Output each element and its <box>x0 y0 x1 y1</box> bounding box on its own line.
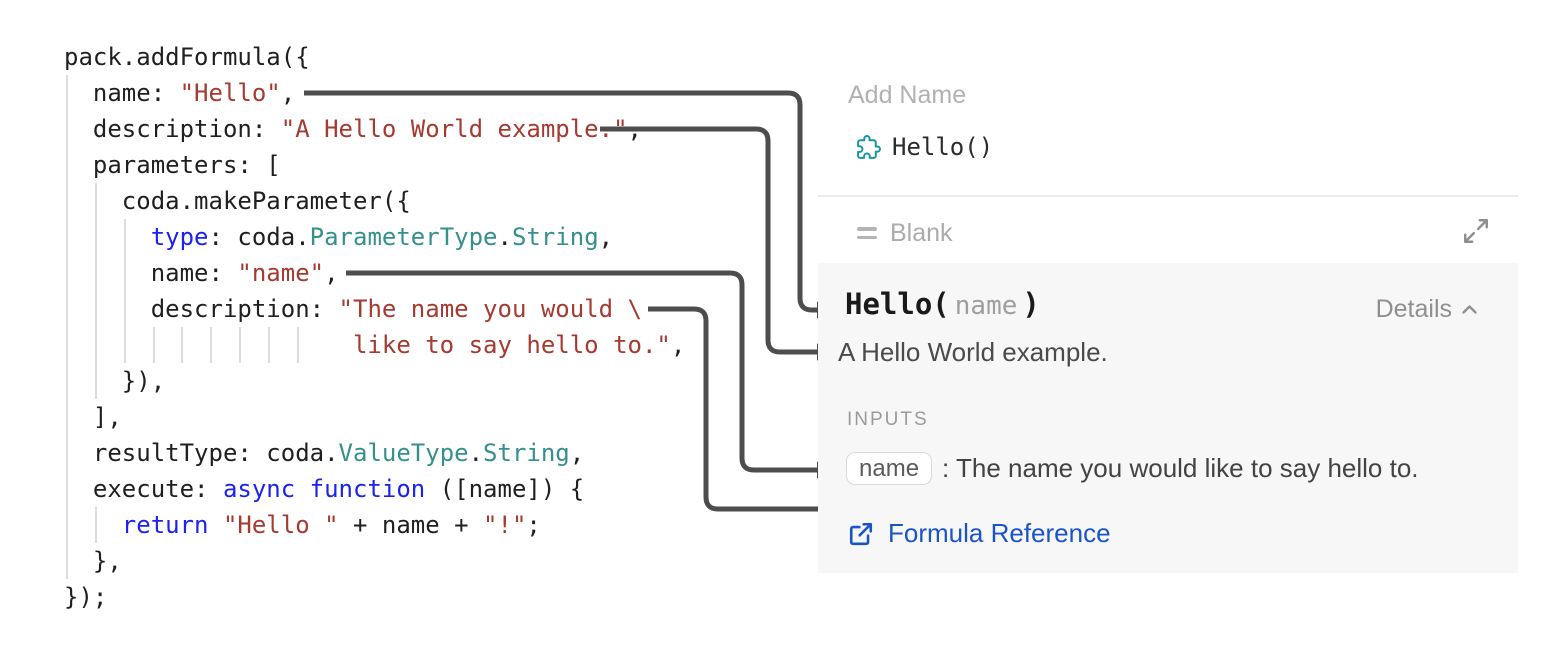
formula-input[interactable]: Hello() <box>855 133 993 161</box>
code-line: like to say hello to.", <box>352 331 686 359</box>
param-chip: name <box>846 452 933 485</box>
details-toggle-label: Details <box>1375 295 1452 323</box>
param-description: : The name you would like to say hello t… <box>942 453 1419 483</box>
inputs-section-label: INPUTS <box>847 409 929 430</box>
code-line: parameters: [ <box>64 151 281 179</box>
indent-guide <box>66 75 68 579</box>
code-line: description: "The name you would \ <box>64 295 642 323</box>
input-param-row: name : The name you would like to say he… <box>846 452 1419 485</box>
result-blank-row: Blank <box>857 218 953 248</box>
indent-guide <box>181 327 183 363</box>
code-line: name: "name", <box>64 259 339 287</box>
code-pane: pack.addFormula({ name: "Hello", descrip… <box>64 39 685 615</box>
code-line: }), <box>64 367 166 395</box>
code-line: }); <box>64 583 108 611</box>
code-line: pack.addFormula({ <box>64 43 310 71</box>
indent-guide <box>239 327 241 363</box>
code-line: ], <box>64 403 122 431</box>
indent-guide <box>268 327 270 363</box>
code-block: pack.addFormula({ name: "Hello", descrip… <box>64 39 685 615</box>
add-name-input[interactable]: Add Name <box>848 81 967 109</box>
code-line: description: "A Hello World example.", <box>64 115 642 143</box>
external-link-icon <box>849 522 873 545</box>
code-line: resultType: coda.ValueType.String, <box>64 439 585 467</box>
code-line: }, <box>64 547 122 575</box>
details-toggle[interactable]: Details <box>1376 295 1478 324</box>
indent-guide <box>210 327 212 363</box>
code-line: name: "Hello", <box>64 79 296 107</box>
signature-close-paren: ) <box>1022 287 1040 321</box>
indent-guide <box>153 327 155 363</box>
code-line: return "Hello " + name + "!"; <box>121 511 541 539</box>
result-blank-label: Blank <box>890 218 953 247</box>
formula-input-text: Hello() <box>892 133 994 161</box>
chevron-up-icon <box>1462 305 1477 314</box>
indent-guide <box>95 183 97 399</box>
indent-guide <box>124 219 126 363</box>
formula-reference-label: Formula Reference <box>888 518 1111 548</box>
indent-guide <box>95 507 97 543</box>
expand-icon[interactable] <box>1462 217 1490 245</box>
formula-reference-link[interactable]: Formula Reference <box>848 518 1111 549</box>
code-line: coda.makeParameter({ <box>64 187 411 215</box>
coda-editor-preview: Add Name Hello() Blank Hello( name ) Det… <box>818 0 1518 664</box>
equals-icon <box>857 227 877 239</box>
divider <box>818 195 1518 197</box>
formula-description: A Hello World example. <box>838 337 1108 367</box>
puzzle-icon <box>857 134 881 159</box>
signature-name: Hello( <box>845 287 950 321</box>
formula-detail-panel: Hello( name ) Details A Hello World exam… <box>818 263 1518 573</box>
code-line: execute: async function ([name]) { <box>64 475 585 503</box>
signature-param: name <box>954 291 1018 321</box>
formula-signature: Hello( name ) <box>845 287 1040 321</box>
code-line: type: coda.ParameterType.String, <box>150 223 614 251</box>
indent-guide <box>297 327 299 363</box>
